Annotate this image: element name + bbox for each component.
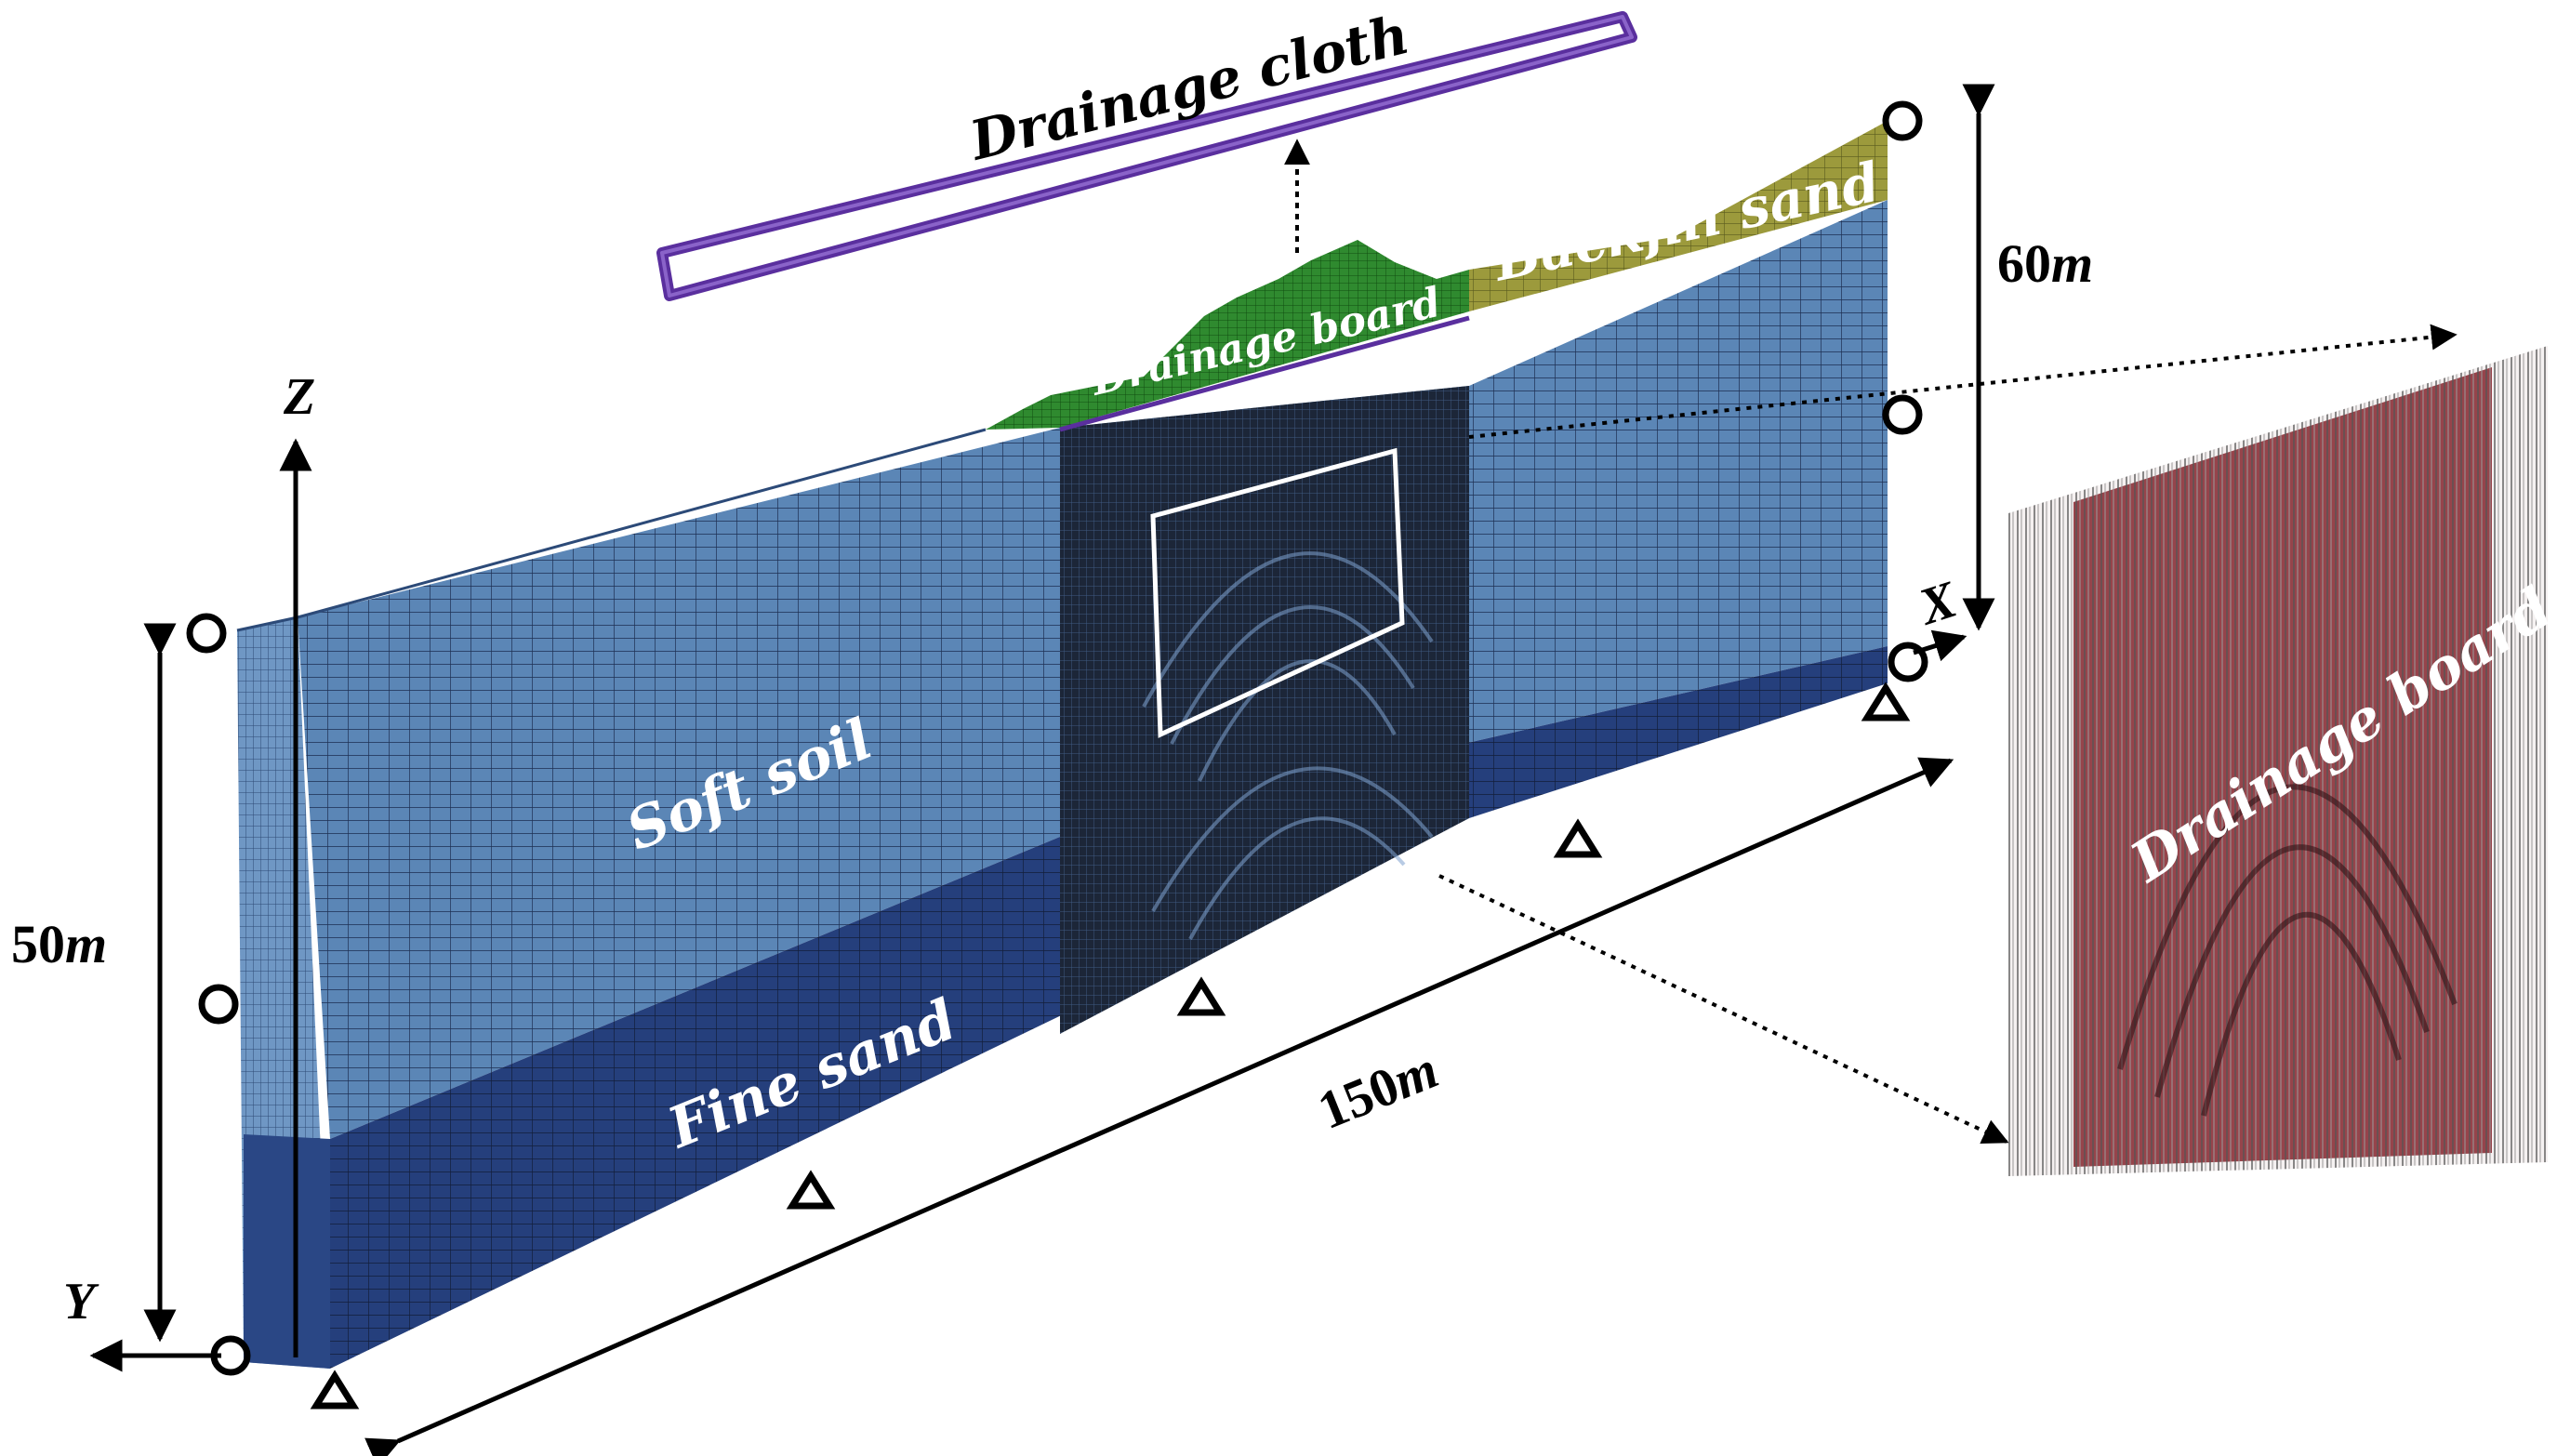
axis-label-y: Y (63, 1273, 99, 1330)
roller-support-circle-icon (198, 984, 239, 1025)
soil-model-block (236, 121, 1888, 1369)
detail-connector-top (1468, 324, 2458, 439)
roller-support-circle-icon (1882, 100, 1923, 141)
fine-sand-layer (330, 646, 1888, 1369)
roller-support-circle-icon (186, 613, 227, 654)
roller-supports (186, 100, 1928, 1376)
roller-support-circle-icon (1882, 394, 1923, 435)
dimension-height-left: 50m (11, 914, 107, 974)
drainage-board-mound (986, 240, 1469, 430)
roller-support-circle-icon (1888, 642, 1928, 682)
pin-support-triangle-icon (1861, 682, 1911, 721)
pin-support-triangle-icon (1176, 976, 1226, 1016)
roller-support-circle-icon (210, 1335, 251, 1376)
axis-label-x: X (1911, 570, 1965, 637)
dimension-lines (143, 84, 1995, 1456)
pin-support-triangle-icon (1553, 818, 1603, 858)
axis-label-z: Z (283, 368, 315, 426)
drainage-board-zone (1060, 386, 1469, 1034)
pin-support-triangle-icon (310, 1370, 360, 1410)
pin-supports (310, 682, 1911, 1410)
backfill-sand-layer (1469, 121, 1888, 311)
drainage-board-detail (2008, 346, 2548, 1176)
detail-highlight-box (1150, 447, 1405, 738)
drainage-cloth-trace (1059, 315, 1470, 432)
drainage-cloth-frame (656, 11, 1637, 301)
dimension-height-right: 60m (1997, 233, 2093, 294)
dimension-length: 150m (1310, 1039, 1447, 1141)
pin-support-triangle-icon (786, 1170, 836, 1210)
detail-connector-bottom (1438, 874, 2009, 1144)
